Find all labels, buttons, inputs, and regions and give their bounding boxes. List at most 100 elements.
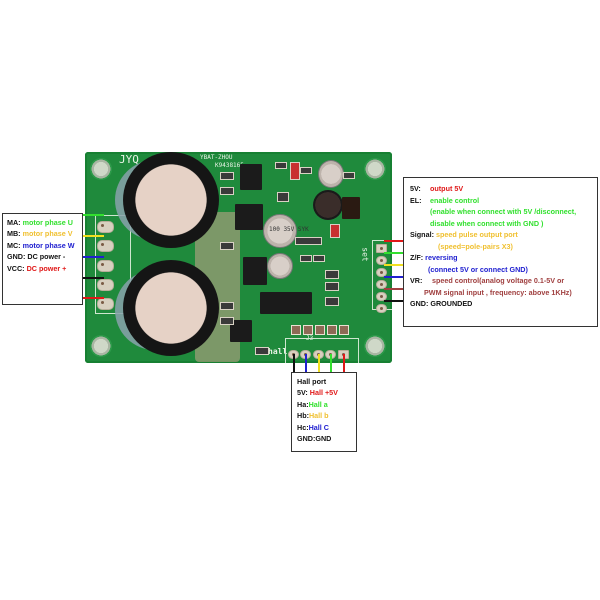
pad-5v xyxy=(376,244,387,253)
mounting-hole-top-right xyxy=(364,158,386,180)
smd-resistor xyxy=(313,255,325,262)
wire-gnd xyxy=(82,277,104,279)
silk-hall: hall xyxy=(268,347,288,356)
wire-hall-c xyxy=(305,354,307,372)
ic-chip-1 xyxy=(240,164,262,190)
capacitor-top-right xyxy=(318,160,344,188)
smd-led-2 xyxy=(330,224,340,238)
mounting-hole-bottom-left xyxy=(90,335,112,357)
smd-resistor xyxy=(315,325,325,335)
smd-resistor xyxy=(343,172,355,179)
inductor xyxy=(313,190,343,220)
pad-vcc xyxy=(97,298,114,310)
wire-hall-gnd xyxy=(293,354,295,372)
wire-el xyxy=(384,252,403,254)
mounting-hole-bottom-right xyxy=(364,335,386,357)
silk-model: YBAT-ZHOU xyxy=(200,154,233,161)
control-row-vr: VR:speed control(analog voltage 0.1-5V o… xyxy=(410,276,565,285)
control-row-el-detail-2: disable when connect with GND ) xyxy=(430,218,544,228)
control-row-5v: 5V:output 5V xyxy=(410,184,464,193)
smd-resistor xyxy=(220,187,234,195)
smd-resistor xyxy=(303,325,313,335)
smd-resistor xyxy=(220,172,234,180)
wire-vr xyxy=(384,288,403,290)
mounting-hole-top-left xyxy=(90,158,112,180)
pcb-board: JYQ YBAT-ZHOU K9438165 hall set J3 100 3… xyxy=(85,152,392,363)
motor-row-mc: MC: motor phase W xyxy=(7,240,75,250)
smd-resistor xyxy=(220,242,234,250)
ic-chip-4 xyxy=(230,320,252,342)
wire-mc xyxy=(82,256,104,258)
motor-callout-box: MA: motor phase U MB: motor phase V MC: … xyxy=(2,213,83,305)
control-row-zf: Z/F: reversing xyxy=(410,253,458,262)
hall-title: Hall port xyxy=(297,377,327,386)
silk-brand: JYQ xyxy=(119,153,139,166)
pad-ma xyxy=(97,221,114,233)
wire-vcc xyxy=(82,297,104,299)
motor-row-gnd: GND: DC power - xyxy=(7,252,66,262)
control-row-el: EL:enable control xyxy=(410,195,480,205)
smd-resistor xyxy=(300,255,312,262)
hall-row-hc: Hc:Hall C xyxy=(297,422,329,432)
wire-ma xyxy=(82,214,104,216)
motor-header-outline xyxy=(95,215,131,314)
diode-package xyxy=(342,197,360,219)
wire-5v xyxy=(384,240,403,242)
pad-mb xyxy=(97,240,114,252)
smd-resistor xyxy=(325,270,339,279)
smd-array xyxy=(295,237,322,245)
wire-zf xyxy=(384,276,403,278)
hall-callout-box: Hall port 5V: Hall +5V Ha:Hall a Hb:Hall… xyxy=(291,372,357,452)
hall-row-ha: Ha:Hall a xyxy=(297,399,328,409)
silk-set: set xyxy=(360,247,370,262)
smd-resistor xyxy=(277,192,289,202)
wire-hall-b xyxy=(318,354,320,372)
wire-hall-5v xyxy=(343,354,345,372)
capacitor-100uf-35v xyxy=(263,214,297,248)
control-row-signal-detail: (speed=pole-pairs X3) xyxy=(438,241,513,251)
wire-signal xyxy=(384,264,403,266)
smd-resistor xyxy=(220,302,234,310)
pad-mc xyxy=(97,260,114,272)
hall-row-hb: Hb:Hall b xyxy=(297,411,329,421)
silk-code: K9438165 xyxy=(215,162,244,169)
control-row-vr-detail: PWM signal input , frequency: above 1KHz… xyxy=(424,287,572,297)
pad-gnd-right xyxy=(376,304,387,313)
pad-signal xyxy=(376,268,387,277)
smd-resistor xyxy=(255,347,269,355)
control-row-el-detail-1: (enable when connect with 5V /disconnect… xyxy=(430,207,577,216)
electrolytic-capacitor-bottom xyxy=(123,260,219,356)
smd-resistor xyxy=(339,325,349,335)
smd-resistor xyxy=(325,297,339,306)
control-row-signal: Signal: speed pulse output port xyxy=(410,230,518,239)
hall-row-gnd: GND:GND xyxy=(297,434,332,444)
electrolytic-capacitor-top xyxy=(123,152,219,248)
smd-resistor xyxy=(291,325,301,335)
ic-chip-2 xyxy=(235,204,263,230)
pad-zf xyxy=(376,280,387,289)
control-row-gnd: GND: GROUNDED xyxy=(410,299,473,308)
ic-chip-soic xyxy=(260,292,312,314)
control-callout-box: 5V:output 5V EL:enable control (enable w… xyxy=(403,177,598,327)
hall-header-outline xyxy=(285,338,359,363)
motor-row-vcc: VCC: DC power + xyxy=(7,263,67,273)
pad-vr xyxy=(376,292,387,301)
ic-chip-3 xyxy=(243,257,267,285)
smd-resistor xyxy=(327,325,337,335)
smd-resistor xyxy=(220,317,234,325)
capacitor-label: 100 35V SYK xyxy=(269,226,309,233)
capacitor-100uf-16v xyxy=(267,253,293,279)
hall-row-5v: 5V: Hall +5V xyxy=(297,388,338,398)
smd-resistor xyxy=(325,282,339,291)
smd-led xyxy=(290,162,300,180)
smd-resistor xyxy=(300,167,312,174)
wire-hall-a xyxy=(330,354,332,372)
pad-el xyxy=(376,256,387,265)
motor-row-ma: MA: motor phase U xyxy=(7,218,73,227)
control-row-zf-detail: (connect 5V or connect GND) xyxy=(428,264,528,274)
pad-gnd xyxy=(97,279,114,291)
wire-mb xyxy=(82,235,104,237)
motor-row-mb: MB: motor phase V xyxy=(7,229,73,239)
wire-gnd-right xyxy=(384,300,403,302)
smd-resistor xyxy=(275,162,287,169)
